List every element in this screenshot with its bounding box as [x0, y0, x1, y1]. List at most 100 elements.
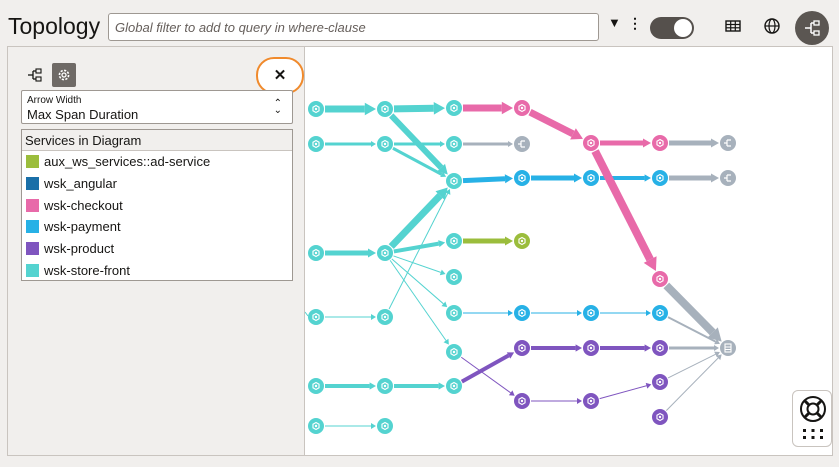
filter-dropdown-button[interactable]: ▼: [608, 15, 621, 30]
edge-arrowhead: [508, 141, 513, 147]
service-node[interactable]: [377, 136, 393, 152]
service-node[interactable]: [514, 305, 530, 321]
edge-arrowhead: [646, 310, 651, 316]
service-node[interactable]: [652, 305, 668, 321]
external-endpoint-node[interactable]: [720, 135, 736, 151]
globe-icon[interactable]: [761, 15, 783, 37]
topology-settings-tab-icon[interactable]: [23, 63, 47, 87]
page-title: Topology: [8, 13, 101, 39]
legend-item: wsk-checkout: [22, 194, 292, 216]
topology-view-button[interactable]: [795, 11, 829, 45]
service-node[interactable]: [583, 305, 599, 321]
edge-arrowhead: [508, 390, 515, 396]
edge-arrow[interactable]: [393, 241, 440, 254]
edge-arrow[interactable]: [391, 258, 444, 305]
legend-swatch: [26, 220, 39, 234]
service-node[interactable]: [652, 135, 668, 151]
edge-arrowhead: [711, 173, 719, 183]
service-node[interactable]: [583, 393, 599, 409]
service-node[interactable]: [446, 173, 462, 189]
legend-item: wsk-product: [22, 238, 292, 260]
help-button[interactable]: [792, 390, 832, 447]
edge-arrow[interactable]: [388, 193, 449, 310]
service-node[interactable]: [308, 136, 324, 152]
service-icon: [450, 347, 458, 357]
service-node[interactable]: [652, 340, 668, 356]
service-node[interactable]: [377, 309, 393, 325]
more-options-button[interactable]: ⋮: [628, 15, 642, 31]
edge-arrow[interactable]: [599, 385, 647, 400]
edge-arrow[interactable]: [665, 357, 719, 411]
legend-label: wsk-payment: [44, 219, 121, 235]
service-node[interactable]: [308, 378, 324, 394]
service-icon: [312, 421, 320, 431]
service-node[interactable]: [583, 135, 599, 151]
external-endpoint-node[interactable]: [720, 170, 736, 186]
edge-arrow[interactable]: [667, 353, 716, 379]
service-node[interactable]: [652, 374, 668, 390]
legend-label: wsk-checkout: [44, 197, 123, 213]
edge-arrowhead: [711, 138, 719, 148]
service-icon: [656, 274, 664, 284]
edge-arrow[interactable]: [388, 193, 443, 249]
service-node[interactable]: [514, 170, 530, 186]
external-endpoint-node[interactable]: [514, 136, 530, 152]
edge-arrowhead: [707, 327, 722, 342]
service-node[interactable]: [446, 233, 462, 249]
service-node[interactable]: [377, 245, 393, 261]
service-node[interactable]: [583, 340, 599, 356]
service-node[interactable]: [446, 344, 462, 360]
edge-arrow[interactable]: [462, 176, 506, 184]
service-node[interactable]: [446, 269, 462, 285]
edge-arrowhead: [368, 248, 376, 258]
edge-arrow[interactable]: [389, 260, 447, 341]
view-toggle[interactable]: [650, 17, 694, 39]
legend-label: aux_ws_services::ad-service: [44, 154, 211, 170]
edge-arrow[interactable]: [663, 282, 716, 336]
service-node[interactable]: [446, 305, 462, 321]
service-node[interactable]: [446, 378, 462, 394]
service-icon: [656, 308, 664, 318]
edge-arrow[interactable]: [461, 356, 511, 394]
service-node[interactable]: [377, 101, 393, 117]
service-node[interactable]: [514, 340, 530, 356]
service-icon: [587, 173, 595, 183]
close-panel-button[interactable]: ✕: [256, 57, 304, 94]
endpoint-icon: [724, 174, 731, 182]
toggle-knob: [674, 19, 692, 37]
service-node[interactable]: [583, 170, 599, 186]
edge-arrow[interactable]: [393, 255, 441, 273]
global-filter-input[interactable]: [108, 13, 599, 41]
service-node[interactable]: [377, 378, 393, 394]
edge-arrow[interactable]: [392, 146, 443, 176]
table-icon[interactable]: [722, 15, 744, 37]
service-node[interactable]: [514, 233, 530, 249]
arrow-width-select[interactable]: Arrow Width Max Span Duration ⌃⌄: [21, 90, 293, 124]
service-node[interactable]: [446, 136, 462, 152]
edge-arrowhead: [440, 141, 445, 147]
edge-arrowhead: [577, 310, 582, 316]
service-node[interactable]: [308, 101, 324, 117]
service-node[interactable]: [377, 418, 393, 434]
service-node[interactable]: [308, 418, 324, 434]
service-node[interactable]: [652, 409, 668, 425]
edge-arrow[interactable]: [460, 353, 510, 384]
edge-arrowhead: [643, 138, 651, 148]
service-icon: [381, 381, 389, 391]
service-node[interactable]: [652, 271, 668, 287]
edge-arrow[interactable]: [389, 113, 444, 170]
service-node[interactable]: [652, 170, 668, 186]
service-node[interactable]: [446, 100, 462, 116]
grid-dots-icon: [803, 429, 823, 439]
edge-arrow[interactable]: [393, 104, 434, 113]
edge-arrow[interactable]: [591, 149, 654, 262]
gear-icon[interactable]: [52, 63, 76, 87]
service-node[interactable]: [514, 393, 530, 409]
legend-item: aux_ws_services::ad-service: [22, 151, 292, 173]
service-node[interactable]: [308, 245, 324, 261]
edge-arrow[interactable]: [528, 108, 575, 137]
service-node[interactable]: [514, 100, 530, 116]
database-node[interactable]: [720, 340, 736, 356]
service-node[interactable]: [308, 309, 324, 325]
legend-swatch: [26, 263, 39, 277]
